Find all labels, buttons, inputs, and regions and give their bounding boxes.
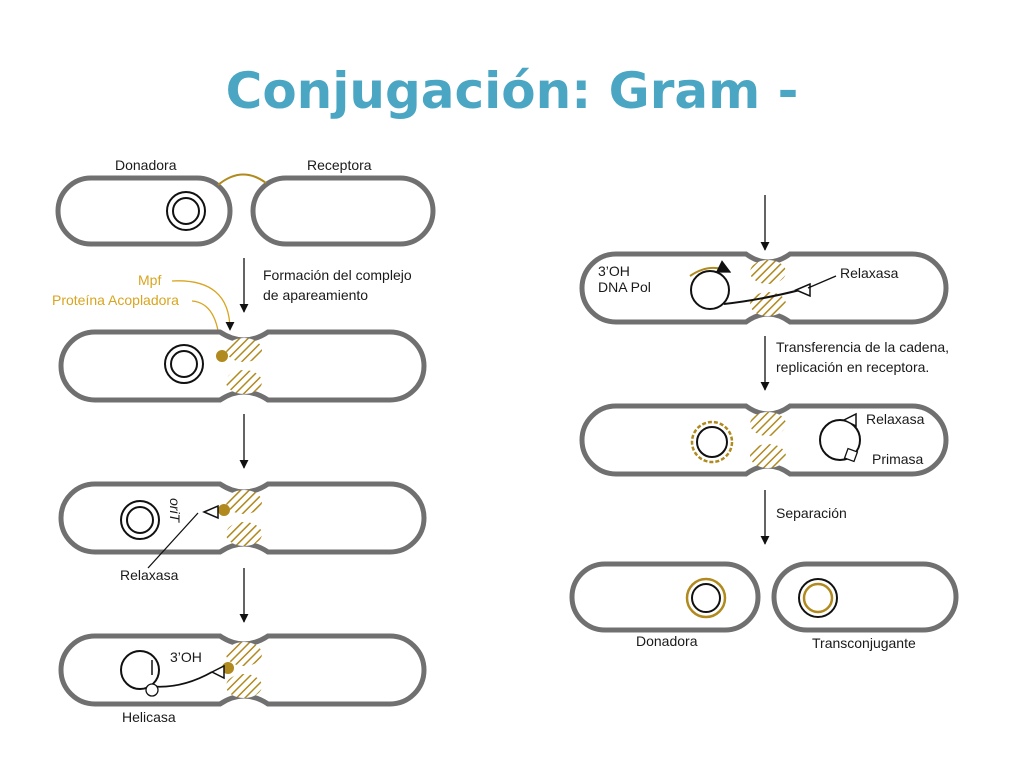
coupling-protein-label: Proteína Acopladora: [52, 292, 179, 308]
transconjugant-cell: [771, 561, 959, 633]
step1-text-line2: de apareamiento: [263, 287, 368, 303]
transconjugant-label: Transconjugante: [812, 635, 916, 651]
helicase-circle: [145, 683, 159, 697]
stage1-cells: [55, 173, 436, 247]
relaxase-label-left: Relaxasa: [120, 567, 179, 583]
relaxase-pointer: [147, 512, 199, 569]
relaxase-recipient-label: Relaxasa: [866, 411, 925, 427]
helicase-label: Helicasa: [122, 709, 176, 725]
plasmid-outer: [166, 191, 206, 231]
stage-r2-transfer: [579, 403, 949, 477]
stage-r1-pol: [579, 251, 949, 325]
mpf-label: Mpf: [138, 272, 161, 288]
coupling-protein-dot: [216, 350, 228, 362]
recipient-label-top: Receptora: [307, 157, 372, 173]
stage-r3-separated: [569, 561, 959, 633]
stage2-mating-pair: [58, 329, 427, 403]
mpf-pore-bottom: [226, 370, 262, 394]
stage3-relaxase: [58, 481, 427, 569]
relaxase-label-right: Relaxasa: [840, 265, 899, 281]
primase-label: Primasa: [872, 451, 924, 467]
recipient-cell: [250, 175, 436, 247]
donor-cell: [55, 175, 233, 247]
plasmid-inner: [172, 197, 200, 225]
relaxase-triangle: [202, 504, 219, 520]
dna-pol-label: DNA Pol: [598, 279, 651, 295]
mpf-pointer: [171, 280, 235, 331]
step1-text-line1: Formación del complejo: [263, 267, 412, 283]
donor-label-bottom: Donadora: [636, 633, 698, 649]
mpf-pore-top: [226, 338, 262, 362]
page-title: Conjugación: Gram -: [225, 62, 799, 120]
stage4-helicase: [58, 633, 427, 707]
orit-label: oriT: [167, 498, 183, 524]
donor-cell-final: [569, 561, 761, 633]
oh-label-left: 3’OH: [170, 649, 202, 665]
donor-label-top: Donadora: [115, 157, 177, 173]
transfer-text-line1: Transferencia de la cadena,: [776, 339, 949, 355]
oh-label-right: 3’OH: [598, 263, 630, 279]
transfer-text-line2: replicación en receptora.: [776, 359, 929, 375]
separation-text: Separación: [776, 505, 847, 521]
pilus: [217, 173, 267, 186]
